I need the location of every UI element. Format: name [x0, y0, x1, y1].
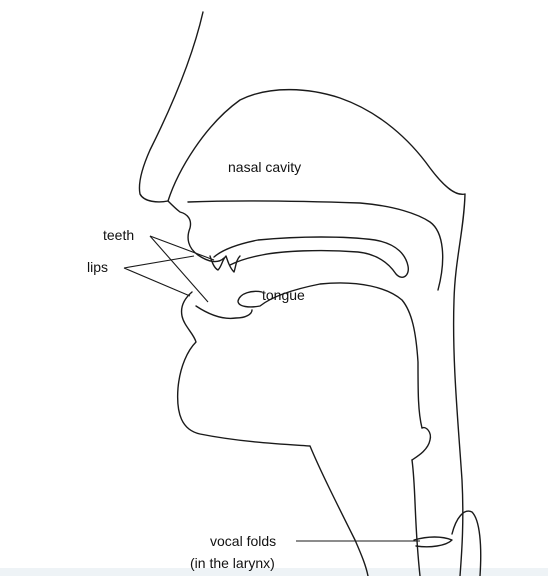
label-larynx-note: (in the larynx) — [190, 555, 275, 571]
lower-teeth — [196, 306, 252, 318]
vocal-folds-shape — [414, 537, 452, 547]
lips-leader-lower — [124, 268, 190, 296]
tongue-outline — [238, 283, 422, 428]
face-profile-upper — [139, 12, 224, 262]
label-tongue: tongue — [262, 287, 305, 303]
upper-teeth — [210, 256, 240, 272]
lips-leader-upper — [124, 256, 194, 268]
nasal-cavity-outline — [168, 90, 465, 576]
label-nasal-cavity: nasal cavity — [228, 159, 301, 175]
epiglottis — [412, 428, 430, 460]
label-lips: lips — [87, 259, 108, 275]
label-teeth: teeth — [103, 227, 134, 243]
larynx-channel — [412, 460, 420, 576]
teeth-leader-lower — [150, 236, 208, 302]
esophagus-outline — [452, 511, 481, 576]
palate-and-velum — [214, 237, 408, 277]
teeth-leader-upper — [150, 236, 214, 260]
label-vocal-folds: vocal folds — [210, 533, 276, 549]
